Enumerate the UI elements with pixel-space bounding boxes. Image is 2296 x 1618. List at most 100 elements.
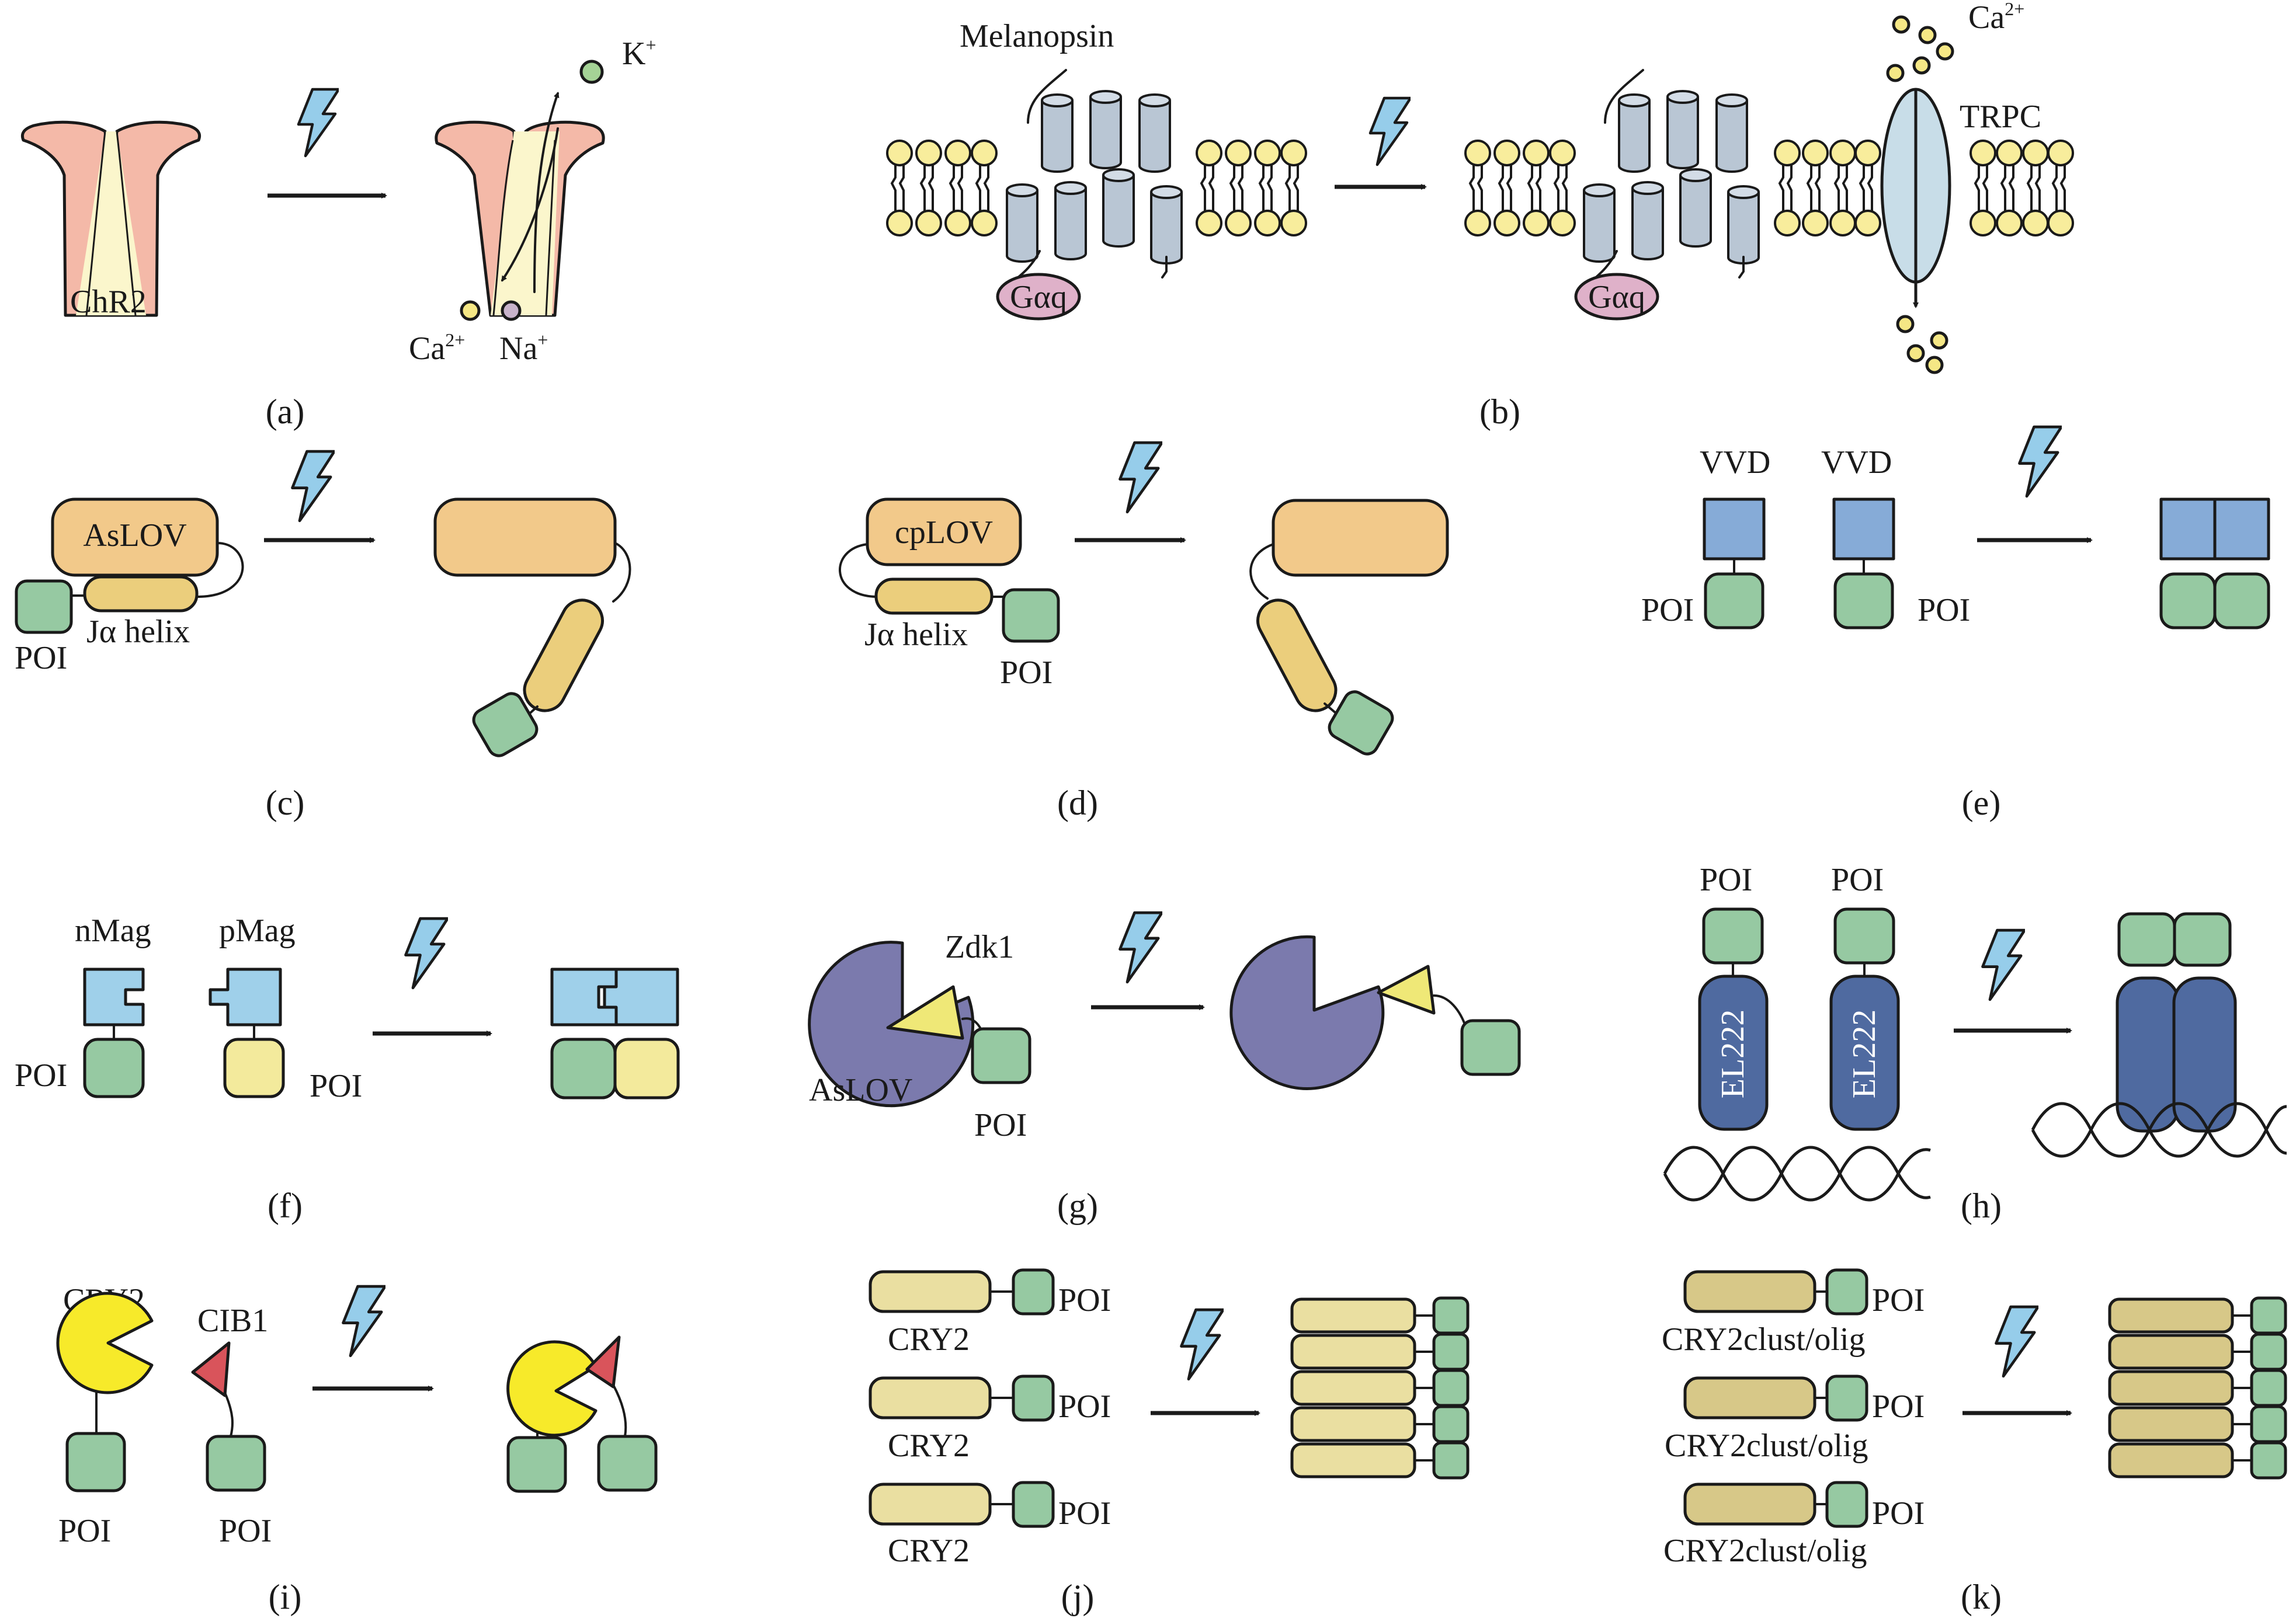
zdk1-peptide xyxy=(886,985,964,1040)
poi-box-right xyxy=(1833,907,1895,965)
poi-label: POI xyxy=(974,1107,1027,1143)
poi-box xyxy=(1002,588,1060,643)
poi-label-2: POI xyxy=(1872,1389,1925,1425)
cplov-label: cpLOV xyxy=(895,514,993,551)
poi-label-3: POI xyxy=(1872,1495,1925,1532)
vvd-label-right: VVD xyxy=(1821,444,1892,481)
cluster-unit xyxy=(2108,1406,2234,1442)
gaq-protein-left xyxy=(996,273,1081,321)
cib1-label: CIB1 xyxy=(197,1303,268,1339)
poi-label-right: POI xyxy=(310,1068,362,1104)
poi-box-left xyxy=(83,1038,145,1098)
cluster-unit xyxy=(2108,1334,2234,1370)
cry2-row-2: POI CRY2 xyxy=(869,1375,1111,1464)
cry2clust-label-1: CRY2clust/olig xyxy=(1662,1321,1866,1358)
panel-label-b: (b) xyxy=(1479,392,1520,431)
pmag-label: pMag xyxy=(219,913,296,949)
cluster-poi xyxy=(2250,1441,2287,1480)
poi-label-right: POI xyxy=(1918,592,1970,628)
k-ion-label: K+ xyxy=(622,34,657,72)
panel-label-a: (a) xyxy=(266,392,305,431)
na-ion-label: Na+ xyxy=(499,329,548,367)
cluster-unit xyxy=(1290,1297,1416,1334)
poi-dimer-right xyxy=(2173,912,2232,967)
melanopsin-receptor-right xyxy=(1583,69,1760,287)
lightning-bolt-icon xyxy=(406,918,448,988)
cluster-poi xyxy=(2250,1296,2287,1335)
poi-label-1: POI xyxy=(1058,1282,1111,1318)
gaq-protein-right xyxy=(1574,273,1659,321)
cluster-unit xyxy=(1290,1442,1416,1478)
poi-label-right: POI xyxy=(1831,862,1884,898)
poi-bound-left xyxy=(506,1436,567,1493)
panel-label-c: (c) xyxy=(266,784,305,822)
poi-label-left: POI xyxy=(58,1513,111,1549)
aslov-pacman-lit xyxy=(1229,935,1385,1090)
pmag-bound xyxy=(603,968,679,1027)
poi-dimer-left xyxy=(2117,912,2176,967)
nmag-label: nMag xyxy=(75,913,151,949)
panel-label-j: (j) xyxy=(1061,1578,1095,1616)
cry2clust-label-3: CRY2clust/olig xyxy=(1663,1533,1867,1569)
dna-helix-right xyxy=(2031,1102,2287,1158)
panel-label-d: (d) xyxy=(1057,784,1098,822)
poi-bound-right xyxy=(597,1435,658,1492)
poi-label-left: POI xyxy=(15,1057,67,1094)
panel-c: AsLOV Jα helix POI (c) xyxy=(15,451,631,822)
melanopsin-label: Melanopsin xyxy=(960,18,1114,54)
cplov-domain-lit xyxy=(1272,499,1449,577)
panel-i: CRY2 CIB1 POI POI (i) xyxy=(56,1282,658,1616)
lightning-bolt-icon xyxy=(298,89,339,156)
cluster-unit xyxy=(1290,1406,1416,1442)
dna-helix-left xyxy=(1663,1146,1931,1202)
poi-box xyxy=(971,1027,1031,1084)
chr2-channel-closed xyxy=(20,120,202,317)
melanopsin-receptor-left xyxy=(1006,69,1183,287)
cluster-poi xyxy=(1432,1441,1470,1480)
vvd-left xyxy=(1703,497,1766,561)
lightning-bolt-icon xyxy=(2020,427,2062,496)
trpc-label: TRPC xyxy=(1960,99,2041,135)
panel-b: Melanopsin Gαq xyxy=(886,0,2074,431)
vvd-dimer-right xyxy=(2213,497,2270,561)
lightning-bolt-icon xyxy=(1120,913,1162,982)
zdk1-released xyxy=(1377,965,1436,1015)
panel-k: POI CRY2clust/olig POI CRY2clust/olig PO… xyxy=(1662,1268,2287,1616)
gaq-label-left: Gαq xyxy=(1010,279,1067,315)
na-ion xyxy=(501,300,522,321)
el222-dimer-right xyxy=(2172,976,2237,1133)
el222-dimer-left xyxy=(2116,976,2180,1133)
cib1-triangle xyxy=(191,1341,231,1397)
chr2-label: ChR2 xyxy=(70,284,147,320)
poi-box-right xyxy=(223,1038,285,1098)
panel-label-h: (h) xyxy=(1961,1186,2002,1225)
panel-a: ChR2 K+ Ca2+ Na+ (a) xyxy=(20,34,657,431)
jalpha-helix xyxy=(874,577,994,615)
vvd-dimer-left xyxy=(2159,497,2217,561)
membrane-right xyxy=(1464,140,2074,236)
poi-dimer-left xyxy=(2159,572,2217,629)
cry2clust-cluster xyxy=(2108,1296,2287,1480)
poi-box-released xyxy=(472,692,539,757)
poi-box-right xyxy=(206,1435,266,1492)
cry2-label-1: CRY2 xyxy=(888,1321,970,1358)
jalpha-helix-label: Jα helix xyxy=(86,614,190,650)
zdk1-label: Zdk1 xyxy=(945,929,1014,965)
lightning-bolt-icon xyxy=(1983,930,2025,1000)
cry2-label-3: CRY2 xyxy=(888,1533,970,1569)
el222-right xyxy=(1829,975,1900,1131)
panel-label-g: (g) xyxy=(1057,1186,1098,1225)
jalpha-helix-unfolded xyxy=(1256,599,1338,712)
poi-box-released xyxy=(1328,690,1394,756)
poi-label: POI xyxy=(15,640,67,676)
panel-g: Zdk1 AsLOV POI (g) xyxy=(808,913,1521,1225)
cplov-domain xyxy=(866,497,1022,566)
gaq-label-right: Gαq xyxy=(1588,279,1645,315)
cluster-unit xyxy=(2108,1370,2234,1406)
panel-label-k: (k) xyxy=(1961,1578,2002,1616)
lightning-bolt-icon xyxy=(1370,98,1411,165)
cry2clust-label-2: CRY2clust/olig xyxy=(1665,1428,1868,1464)
poi-box-left xyxy=(1704,572,1764,629)
vvd-right xyxy=(1832,497,1895,561)
